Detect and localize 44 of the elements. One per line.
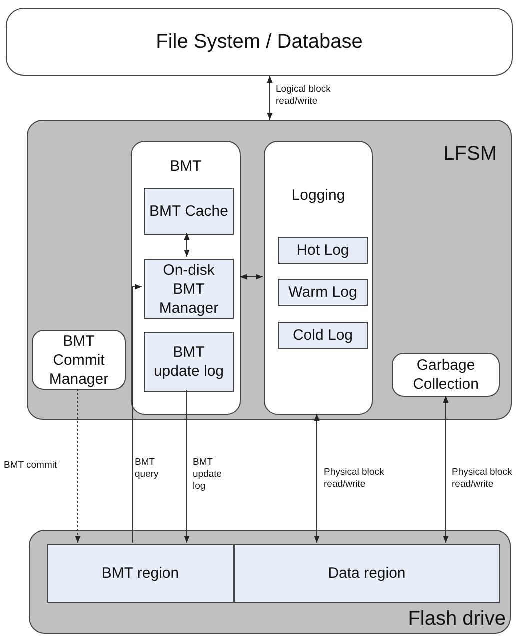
group-title: Flash drive	[408, 607, 506, 632]
component-box	[144, 332, 234, 392]
component-box	[144, 259, 234, 319]
node-label: BMT Cache	[148, 202, 230, 221]
node-label: Cold Log	[292, 326, 354, 345]
arrow	[443, 396, 449, 544]
component-box	[234, 544, 500, 603]
panel-title: Logging	[290, 186, 346, 206]
component-box	[278, 237, 368, 264]
module-panel	[131, 141, 241, 415]
component-box	[47, 544, 234, 603]
edge-label: Physical block read/write	[324, 467, 386, 491]
node-label: On-disk BMT Manager	[158, 260, 220, 318]
arrow	[267, 76, 273, 120]
component-box	[278, 279, 368, 306]
process-box	[32, 330, 126, 390]
group-container	[27, 120, 512, 420]
process-box	[392, 353, 500, 397]
edge-label: BMT update log	[193, 457, 224, 493]
arrow	[314, 414, 320, 544]
group-container	[29, 530, 511, 634]
arrow	[184, 390, 190, 544]
node-label: File System / Database	[156, 30, 363, 55]
node-label: BMT update log	[152, 343, 226, 381]
node-label: BMT Commit Manager	[48, 332, 110, 388]
node-label: Garbage Collection	[412, 356, 480, 394]
node-label: Warm Log	[288, 283, 358, 302]
component-box	[278, 322, 368, 349]
arrow	[184, 232, 190, 258]
arrow	[240, 274, 264, 280]
edge-label: Physical block read/write	[452, 467, 514, 491]
module-panel	[264, 141, 373, 415]
edge-label: Logical block read/write	[276, 84, 332, 108]
arrow	[75, 388, 81, 544]
layer-box	[6, 8, 513, 76]
edge-label: BMT commit	[4, 460, 58, 472]
node-label: Data region	[327, 564, 407, 583]
arrow	[132, 284, 142, 544]
edge-label: BMT query	[135, 457, 160, 481]
panel-title: BMT	[169, 157, 203, 177]
node-label: Hot Log	[296, 241, 350, 260]
group-title: LFSM	[444, 142, 497, 167]
node-label: BMT region	[100, 564, 180, 583]
component-box	[144, 188, 234, 235]
